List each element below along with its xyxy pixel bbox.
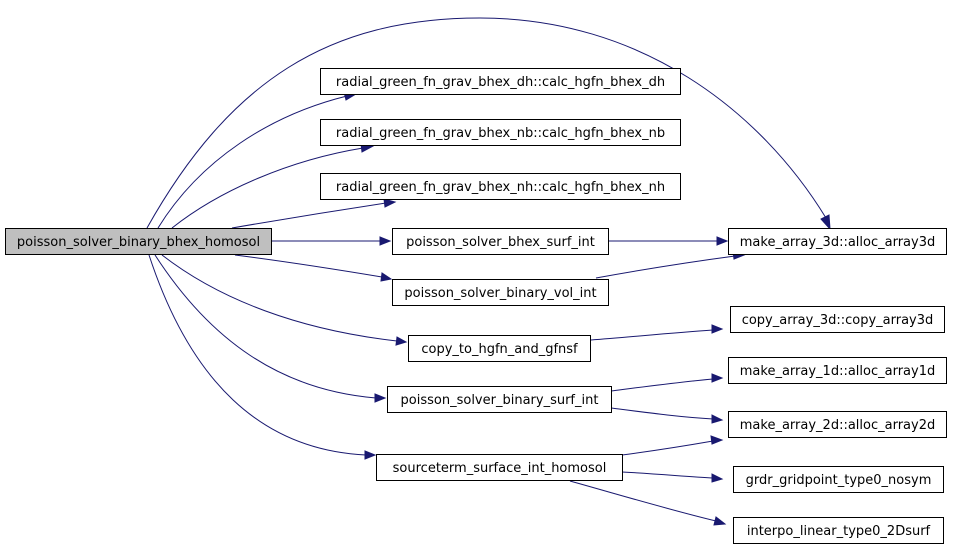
edge-root-to-alloc3d [146, 17, 827, 229]
node-source-label: sourceterm_surface_int_homosol [393, 461, 607, 476]
arrowhead [380, 272, 393, 282]
node-root[interactable]: poisson_solver_binary_bhex_homosol [5, 228, 272, 255]
node-surf-int-box [392, 228, 609, 255]
node-vol-int[interactable]: poisson_solver_binary_vol_int [392, 279, 609, 306]
arrowhead [820, 214, 831, 231]
arrowhead [713, 516, 727, 526]
node-root-box [5, 228, 272, 255]
arrowhead [395, 336, 408, 346]
node-bin-surf-label: poisson_solver_binary_surf_int [401, 393, 599, 408]
node-nh-box [320, 173, 681, 200]
node-alloc3d-label: make_array_3d::alloc_array3d [740, 235, 935, 250]
node-nh-label: radial_green_fn_grav_bhex_nh::calc_hgfn_… [336, 180, 665, 195]
node-source-box [376, 454, 623, 481]
node-dh[interactable]: radial_green_fn_grav_bhex_dh::calc_hgfn_… [320, 68, 681, 95]
node-vol-int-label: poisson_solver_binary_vol_int [404, 286, 596, 301]
node-bin-surf[interactable]: poisson_solver_binary_surf_int [387, 386, 612, 413]
node-grdr-box [733, 466, 944, 493]
node-bin-surf-box [387, 386, 612, 413]
edge-root-to-nb [171, 147, 364, 229]
edge-root-to-bin-surf [154, 254, 377, 399]
node-copy-to-box [408, 335, 591, 362]
node-nb-box [320, 119, 681, 146]
node-copy-to-label: copy_to_hgfn_and_gfnsf [421, 342, 578, 357]
edge-bin-surf-to-alloc1d [610, 378, 714, 392]
node-nb[interactable]: radial_green_fn_grav_bhex_nb::calc_hgfn_… [320, 119, 681, 146]
arrowhead [383, 198, 397, 208]
node-alloc2d-box [728, 411, 947, 438]
node-alloc2d[interactable]: make_array_2d::alloc_array2d [728, 411, 947, 438]
node-vol-int-box [392, 279, 609, 306]
node-grdr-label: grdr_gridpoint_type0_nosym [746, 473, 932, 488]
node-dh-label: radial_green_fn_grav_bhex_dh::calc_hgfn_… [336, 75, 665, 90]
node-source[interactable]: sourceterm_surface_int_homosol [376, 454, 623, 481]
edge-source-to-interpo [569, 480, 717, 522]
arrowhead [364, 450, 377, 460]
arrowhead [711, 324, 724, 334]
node-interpo-label: interpo_linear_type0_2Dsurf [747, 524, 931, 539]
node-interpo-box [733, 517, 944, 544]
node-interpo[interactable]: interpo_linear_type0_2Dsurf [733, 517, 944, 544]
node-surf-int[interactable]: poisson_solver_bhex_surf_int [392, 228, 609, 255]
node-alloc3d[interactable]: make_array_3d::alloc_array3d [728, 228, 947, 255]
node-alloc1d-box [728, 357, 947, 384]
arrowhead [711, 473, 724, 483]
node-nh[interactable]: radial_green_fn_grav_bhex_nh::calc_hgfn_… [320, 173, 681, 200]
edge-copy-to-to-copy3d [590, 329, 714, 341]
nodes: poisson_solver_binary_bhex_homosol radia… [5, 68, 947, 544]
node-nb-label: radial_green_fn_grav_bhex_nb::calc_hgfn_… [336, 126, 665, 141]
arrowhead [711, 373, 724, 383]
arrowhead [716, 236, 729, 246]
arrowhead [711, 414, 724, 424]
edge-source-to-alloc2d [621, 440, 714, 456]
arrowhead [379, 236, 392, 246]
edge-root-to-nh [231, 202, 387, 229]
arrowhead [710, 435, 724, 445]
edge-root-to-vol-int [234, 254, 383, 278]
edge-bin-surf-to-alloc2d [610, 407, 714, 420]
node-dh-box [320, 68, 681, 95]
arrowhead [374, 393, 387, 403]
node-copy3d[interactable]: copy_array_3d::copy_array3d [730, 306, 945, 333]
node-alloc1d-label: make_array_1d::alloc_array1d [740, 364, 935, 379]
node-grdr[interactable]: grdr_gridpoint_type0_nosym [733, 466, 944, 493]
node-root-label: poisson_solver_binary_bhex_homosol [17, 235, 260, 250]
edge-root-to-source [148, 254, 367, 456]
node-surf-int-label: poisson_solver_bhex_surf_int [406, 235, 595, 250]
node-copy3d-box [730, 306, 945, 333]
edge-root-to-copy-to [161, 254, 398, 342]
edge-vol-int-to-alloc3d [595, 255, 736, 279]
node-alloc1d[interactable]: make_array_1d::alloc_array1d [728, 357, 947, 384]
node-copy3d-label: copy_array_3d::copy_array3d [742, 313, 934, 328]
edge-source-to-grdr [621, 471, 714, 479]
edge-root-to-dh [157, 95, 348, 229]
node-copy-to[interactable]: copy_to_hgfn_and_gfnsf [408, 335, 591, 362]
node-alloc2d-label: make_array_2d::alloc_array2d [740, 418, 935, 433]
node-alloc3d-box [728, 228, 947, 255]
